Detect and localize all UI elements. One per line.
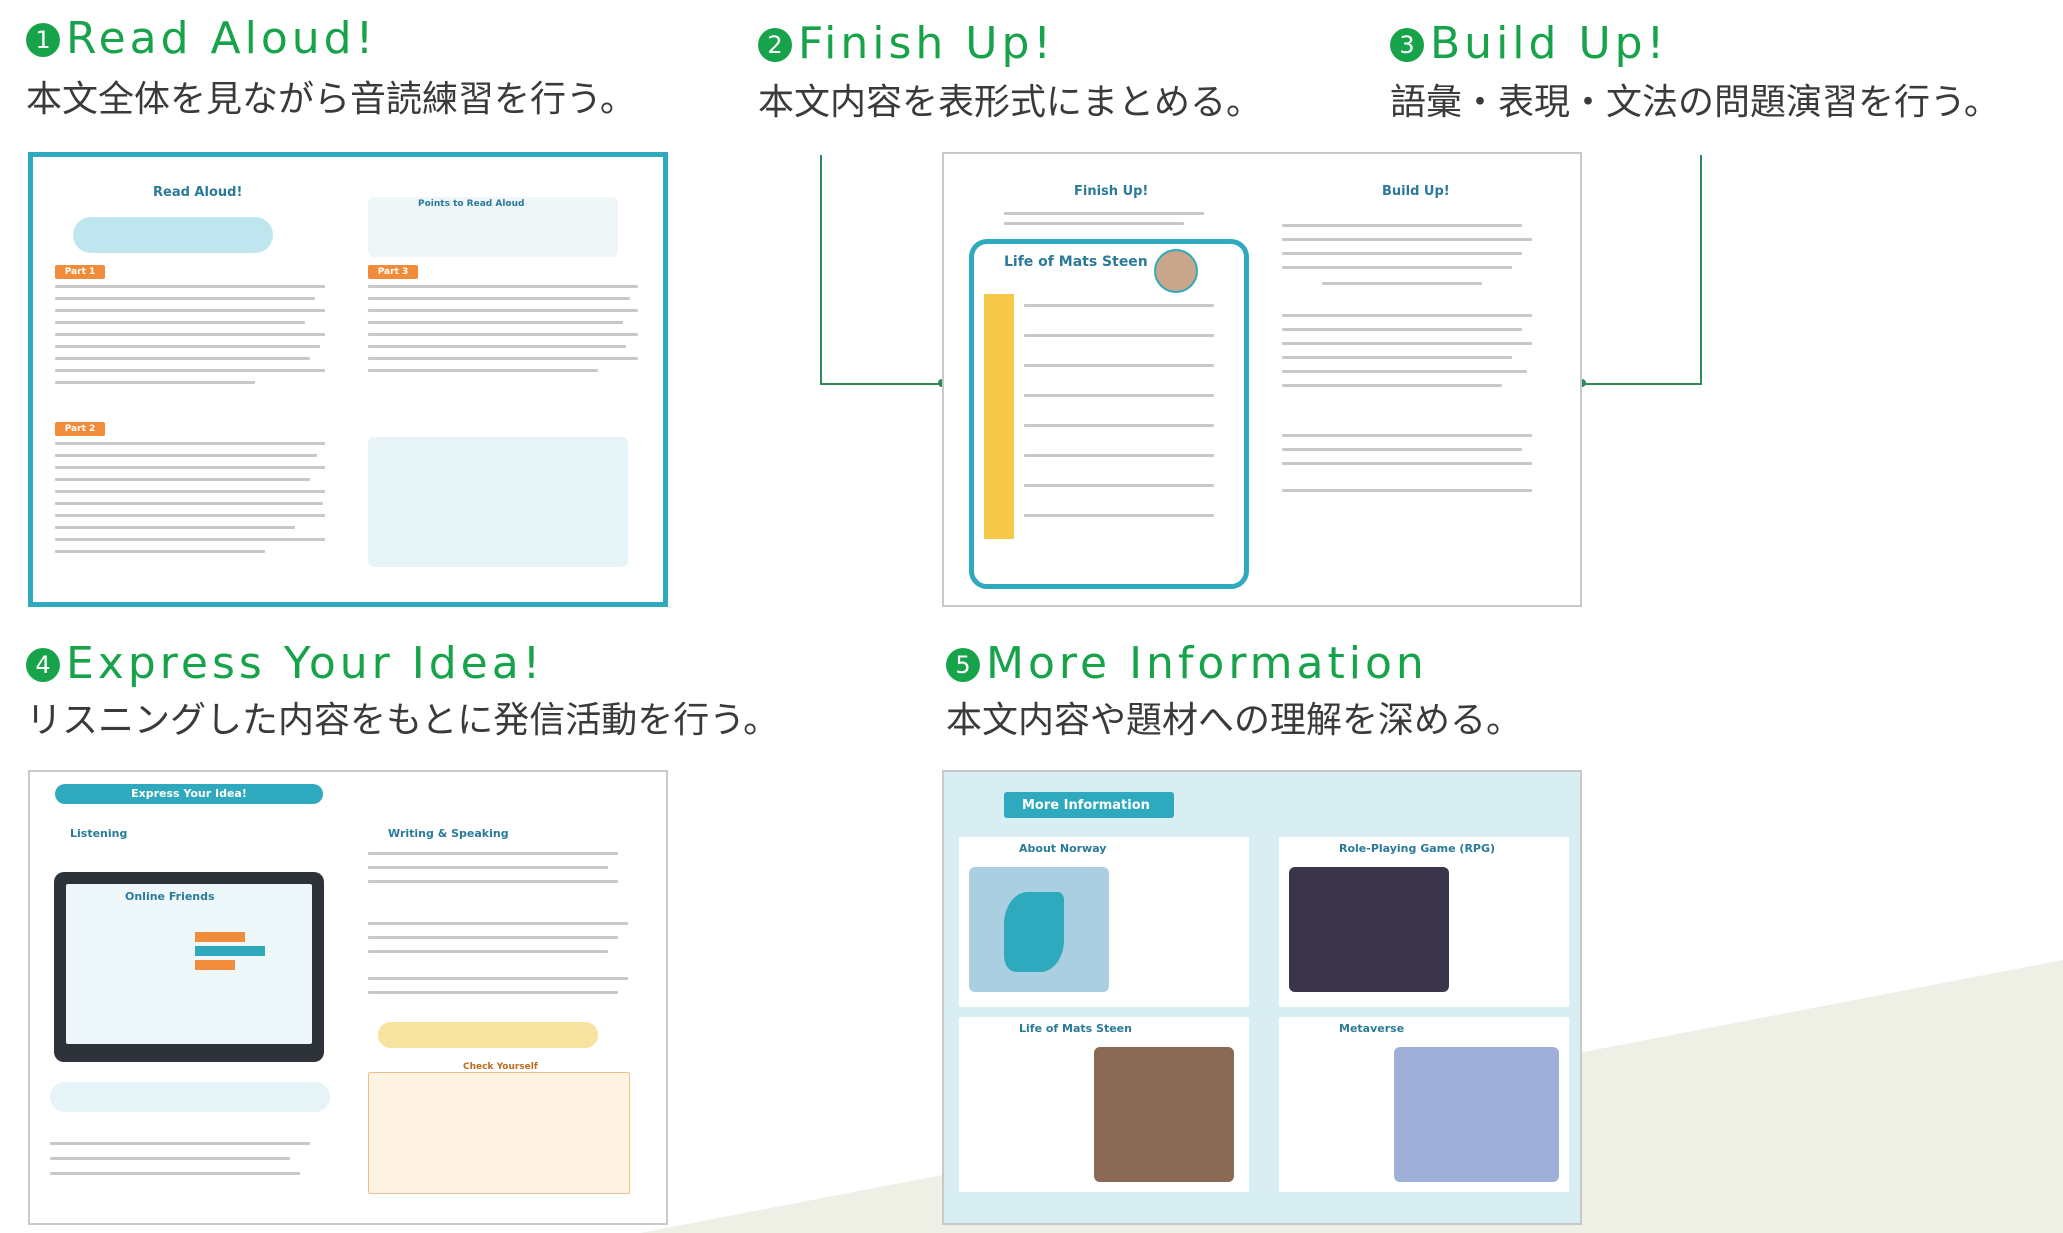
part1-label: Part 1 xyxy=(55,265,105,279)
card-frame xyxy=(969,239,1249,589)
section-desc-finish-up: 本文内容を表形式にまとめる。 xyxy=(758,82,1263,123)
check-yourself-label: Check Yourself xyxy=(463,1062,538,1072)
section-number-badge: 5 xyxy=(946,648,980,682)
portrait-photo xyxy=(1154,249,1198,293)
build-up-page: Build Up! xyxy=(1262,154,1580,605)
points-box xyxy=(368,197,618,257)
card-title: Life of Mats Steen xyxy=(1004,254,1148,270)
part2-label: Part 2 xyxy=(55,422,105,436)
tip-bubble xyxy=(378,1022,598,1048)
finish-up-page: Finish Up! Life of Mats Steen xyxy=(944,154,1263,605)
rpg-photo xyxy=(1289,867,1449,992)
map-highlight xyxy=(1004,892,1064,972)
title-text: More Information xyxy=(986,638,1428,689)
listening-page: Express Your Idea! Listening Online Frie… xyxy=(30,772,349,1223)
finish-build-thumbnail: Finish Up! Life of Mats Steen Build Up! xyxy=(942,152,1582,607)
thumb-heading: Build Up! xyxy=(1382,184,1450,199)
title-text: Read Aloud! xyxy=(66,13,378,64)
section-desc-build-up: 語彙・表現・文法の問題演習を行う。 xyxy=(1390,82,2000,123)
section-desc-more-info: 本文内容や題材への理解を深める。 xyxy=(946,700,1523,741)
info2-title: Role-Playing Game (RPG) xyxy=(1339,842,1496,855)
thumb-heading: More Information xyxy=(1022,798,1150,813)
info3-title: Life of Mats Steen xyxy=(1019,1022,1132,1035)
right-page: Points to Read Aloud Part 3 xyxy=(348,157,663,602)
section-desc-read-aloud: 本文全体を見ながら音読練習を行う。 xyxy=(26,79,636,120)
section-number-badge: 2 xyxy=(758,28,792,62)
points-label: Points to Read Aloud xyxy=(418,199,525,209)
more-info-banner xyxy=(1004,792,1174,818)
age-column xyxy=(984,294,1014,539)
child-photo xyxy=(1094,1047,1234,1182)
info1-title: About Norway xyxy=(1019,842,1107,855)
title-text: Express Your Idea! xyxy=(66,638,545,689)
section-desc-express: リスニングした内容をもとに発信活動を行う。 xyxy=(26,700,780,741)
more-info-thumbnail: More Information About Norway Role-Playi… xyxy=(942,770,1582,1225)
section-number-badge: 1 xyxy=(26,23,60,57)
left-page: Read Aloud! Part 1 Part 2 xyxy=(33,157,349,602)
express-thumbnail: Express Your Idea! Listening Online Frie… xyxy=(28,770,668,1225)
section-number-badge: 3 xyxy=(1390,28,1424,62)
title-text: Finish Up! xyxy=(798,18,1056,69)
writing-label: Writing & Speaking xyxy=(388,827,509,840)
monitor-screen xyxy=(66,884,312,1044)
writing-page: Writing & Speaking Check Yourself xyxy=(348,772,666,1223)
check-table xyxy=(368,1072,630,1194)
thumb-heading: Read Aloud! xyxy=(153,185,243,200)
read-aloud-thumbnail: Read Aloud! Part 1 Part 2 Points to Read… xyxy=(28,152,668,607)
online-friends-title: Online Friends xyxy=(125,890,215,903)
section-number-badge: 4 xyxy=(26,648,60,682)
speakers-row xyxy=(50,1082,330,1112)
thumb-heading: Express Your Idea! xyxy=(55,784,323,804)
info4-title: Metaverse xyxy=(1339,1022,1405,1035)
listening-label: Listening xyxy=(70,827,128,840)
metaverse-photo xyxy=(1394,1047,1559,1182)
sound-box xyxy=(368,437,628,567)
thumb-heading: Finish Up! xyxy=(1074,184,1149,199)
part3-label: Part 3 xyxy=(368,265,418,279)
title-text: Build Up! xyxy=(1430,18,1669,69)
intro-bubble xyxy=(73,217,273,253)
